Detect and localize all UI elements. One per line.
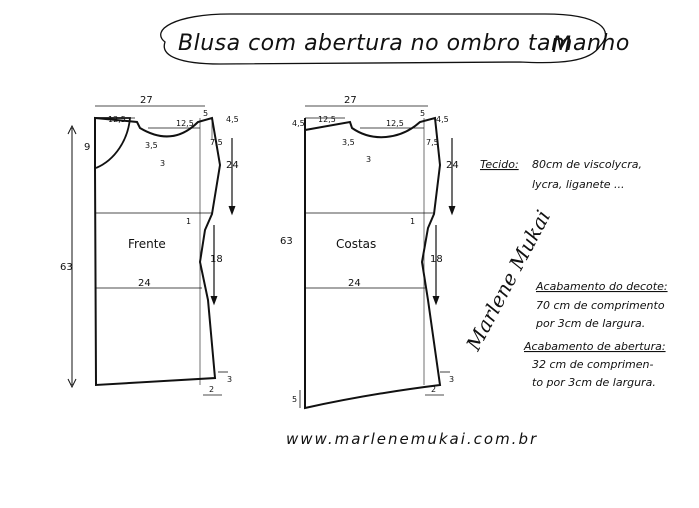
front-pattern (67, 105, 236, 396)
back-armhole-mark: 1 (410, 217, 415, 226)
front-neck-depth: 3,5 (145, 141, 158, 150)
neck-finish-1: 70 cm de comprimento (536, 299, 665, 312)
back-armhole-offset: 7,5 (426, 138, 439, 147)
back-corner-right: 4,5 (436, 115, 449, 124)
back-total-length: 63 (280, 236, 293, 247)
back-hem-left: 5 (292, 395, 297, 404)
front-shoulder: 12,5 (108, 115, 126, 124)
back-neck-curve: 3 (366, 155, 371, 164)
fabric-text-1: 80cm de viscolycra, (532, 158, 642, 171)
front-hip-width: 24 (138, 278, 151, 289)
neck-finish-2: por 3cm de largura. (535, 317, 645, 330)
title-text: Blusa com abertura no ombro tamanho (178, 31, 630, 56)
title-size: M (552, 33, 571, 58)
website-url: www.marlenemukai.com.br (286, 430, 538, 448)
front-width-top: 27 (140, 95, 153, 106)
front-hem-side: 2 (209, 385, 214, 394)
front-outline (94, 116, 222, 387)
back-hip-width: 24 (348, 278, 361, 289)
front-hem-rise: 3 (227, 375, 232, 384)
back-neck-depth: 3,5 (342, 138, 355, 147)
back-outline (304, 116, 442, 410)
front-corner: 4,5 (226, 115, 239, 124)
back-width-top: 27 (344, 95, 357, 106)
back-hem-rise: 3 (449, 375, 454, 384)
back-neck-width: 12,5 (386, 119, 404, 128)
front-label: Frente (128, 237, 166, 251)
back-right-top: 5 (420, 109, 425, 118)
fabric-text-2: lycra, liganete ... (532, 178, 625, 191)
back-armhole-depth: 24 (446, 160, 459, 171)
front-armhole-mark: 1 (186, 217, 191, 226)
back-corner-left: 4,5 (292, 119, 305, 128)
opening-finish-2: to por 3cm de largura. (532, 376, 656, 389)
front-neck-width: 12,5 (176, 119, 194, 128)
front-left-drop: 9 (84, 142, 90, 153)
front-neck-curve: 3 (160, 159, 165, 168)
opening-finish-1: 32 cm de comprimen- (532, 358, 654, 371)
back-pattern (299, 105, 456, 410)
front-side-length: 18 (210, 254, 223, 265)
back-shoulder: 12,5 (318, 115, 336, 124)
back-side-length: 18 (430, 254, 443, 265)
title-bubble (160, 13, 606, 65)
front-right-top: 5 (203, 109, 208, 118)
back-hem-side: 2 (431, 385, 436, 394)
fabric-head: Tecido: (480, 158, 519, 171)
front-total-length: 63 (60, 262, 73, 273)
neck-finish-head: Acabamento do decote: (535, 280, 668, 293)
back-label: Costas (336, 237, 376, 251)
front-armhole-offset: 7,5 (210, 138, 223, 147)
opening-finish-head: Acabamento de abertura: (523, 340, 666, 353)
front-armhole-depth: 24 (226, 160, 239, 171)
